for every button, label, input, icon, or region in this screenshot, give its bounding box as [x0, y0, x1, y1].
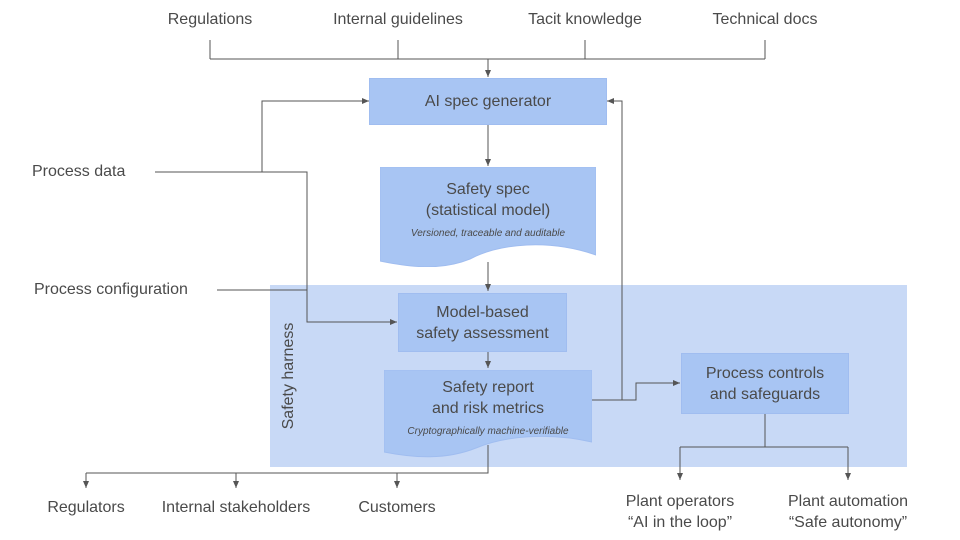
input-technical-docs: Technical docs — [712, 11, 818, 28]
plant-operators-line1: Plant operators — [625, 493, 735, 510]
process-controls-box: Process controls and safeguards — [681, 353, 849, 414]
arrow-report-to-controls — [592, 380, 680, 401]
safety-spec-line2: (statistical model) — [425, 202, 551, 219]
output-plant-operators: Plant operators “AI in the loop” — [626, 491, 735, 533]
output-plant-automation: Plant automation “Safe autonomy” — [788, 491, 908, 533]
safety-report-line2: and risk metrics — [431, 400, 545, 417]
arrow-process-data-to-generator — [261, 98, 369, 172]
safety-report-document — [384, 370, 592, 458]
safety-report-line1: Safety report — [442, 379, 534, 396]
process-controls-line1: Process controls — [705, 364, 825, 382]
line-report-down — [86, 445, 489, 474]
safety-spec-document — [380, 167, 596, 267]
line-controls-down — [680, 414, 766, 448]
plant-automation-line2: “Safe autonomy” — [788, 514, 908, 531]
output-internal-stakeholders: Internal stakeholders — [161, 499, 311, 516]
safety-assessment-line1: Model-based — [436, 303, 529, 321]
output-regulators: Regulators — [47, 499, 125, 516]
plant-automation-line1: Plant automation — [787, 493, 909, 510]
input-tacit-knowledge: Tacit knowledge — [528, 11, 642, 28]
safety-spec-line1: Safety spec — [446, 181, 530, 198]
ai-spec-generator-box: AI spec generator — [369, 78, 607, 125]
safety-assessment-box: Model-based safety assessment — [398, 293, 567, 352]
safety-spec-subtitle: Versioned, traceable and auditable — [410, 228, 566, 239]
ai-spec-generator-label: AI spec generator — [424, 93, 552, 110]
safety-report-subtitle: Cryptographically machine-verifiable — [407, 426, 569, 437]
input-process-configuration: Process configuration — [34, 281, 188, 298]
safety-report-text: Safety report and risk metrics Cryptogra… — [384, 372, 592, 444]
arrow-feedback-to-generator — [607, 98, 623, 400]
safety-assessment-line2: safety assessment — [416, 324, 549, 342]
input-process-data: Process data — [32, 163, 126, 180]
output-customers: Customers — [358, 499, 436, 516]
safety-spec-text: Safety spec (statistical model) Versione… — [380, 172, 596, 248]
input-regulations: Regulations — [167, 11, 253, 28]
process-controls-line2: and safeguards — [709, 385, 821, 403]
plant-operators-line2: “AI in the loop” — [627, 514, 733, 531]
line-process-data — [155, 171, 397, 325]
input-internal-guidelines: Internal guidelines — [333, 11, 463, 28]
